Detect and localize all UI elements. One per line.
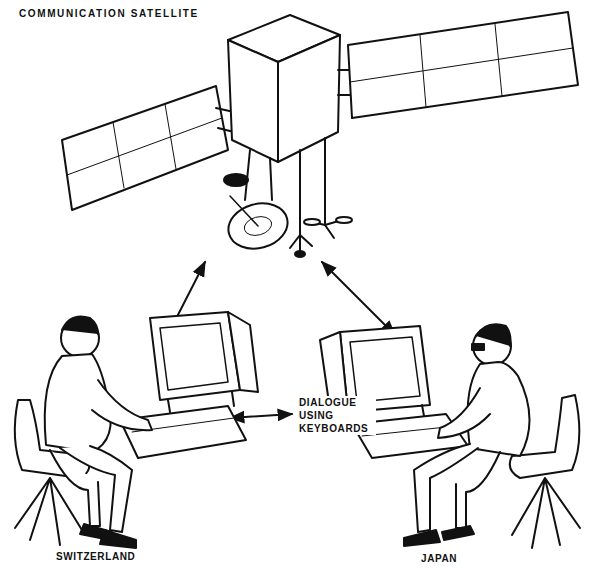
satellite [336,217,352,223]
keyboard [120,406,246,458]
person [62,317,98,335]
terminal [422,405,424,416]
satellite [62,12,578,257]
signal-arrow [322,262,395,335]
satellite [245,150,250,200]
person [15,478,85,545]
terminal [120,312,258,458]
foot [80,524,112,540]
satellite-body [278,35,340,162]
dish-antenna [223,197,292,255]
arm [92,380,152,430]
person [512,478,580,548]
satellite-label: COMMUNICATION SATELLITE [18,7,200,20]
solar-panel [348,12,578,118]
leg [50,450,100,526]
arm [438,388,490,438]
place-label: JAPAN [420,552,458,565]
antenna [290,235,312,252]
satellite-body [228,40,278,162]
satellite [295,251,305,257]
leg [456,452,500,528]
terminal [150,312,240,400]
place-label: SWITZERLAND [55,550,136,563]
illustration [15,12,580,548]
solar-panel [62,86,228,210]
satellite [270,158,272,200]
terminal [232,392,234,406]
satellite [338,69,350,71]
satellite [299,150,301,235]
satellite [350,48,573,82]
terminal [228,312,258,392]
terminal [160,323,228,390]
glasses [472,344,484,350]
terminal [350,337,420,402]
person [404,324,580,548]
arrow-label: DIALOGUE USING KEYBOARDS [298,396,376,435]
person [476,324,511,346]
foot [404,530,440,546]
satellite [304,219,320,225]
signal-arrow [230,414,292,418]
satellite [67,118,222,175]
person [15,317,152,549]
foot [442,526,474,540]
satellite [324,138,326,225]
terminal [168,400,170,412]
satellite [230,196,258,226]
antenna [224,174,248,186]
